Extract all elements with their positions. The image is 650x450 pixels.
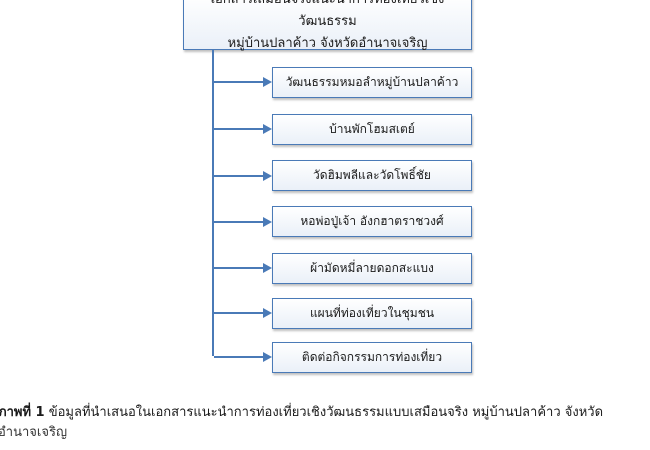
child-node-culture: วัฒนธรรมหมอลำหมู่บ้านปลาค้าว [272, 67, 472, 98]
connector-arrow [214, 308, 272, 318]
figure-caption-text: ข้อมูลที่นำเสนอในเอกสารแนะนำการท่องเที่ย… [48, 405, 604, 420]
connector-arrow [214, 77, 272, 87]
connector-arrow [214, 217, 272, 227]
child-node-homestay: บ้านพักโฮมสเตย์ [272, 114, 472, 145]
child-node-label: ติดต่อกิจกรรมการท่องเที่ยว [301, 350, 443, 364]
connector-arrow [214, 263, 272, 273]
figure-caption-label: ภาพที่ 1 [0, 405, 45, 420]
child-node-contact: ติดต่อกิจกรรมการท่องเที่ยว [272, 342, 472, 373]
child-node-label: วัดฮิมพลีและวัดโพธิ์ชัย [313, 168, 431, 182]
root-title-line-2: หมู่บ้านปลาค้าว จังหวัดอำนาจเจริญ [227, 36, 428, 51]
figure-caption-line-2: อำนาจเจริญ [0, 425, 68, 440]
root-title-line-1: เอกสารเสมือนจริงแนะนำการท่องเที่ยวเชิงวั… [211, 0, 445, 29]
child-node-temples: วัดฮิมพลีและวัดโพธิ์ชัย [272, 160, 472, 191]
child-node-label: หอพ่อปู่เจ้า อังกฮาตราชวงศ์ [300, 214, 444, 228]
child-node-shrine: หอพ่อปู่เจ้า อังกฮาตราชวงศ์ [272, 206, 472, 237]
connector-arrow [214, 171, 272, 181]
connector-arrow [214, 352, 272, 362]
child-node-tourist-map: แผนที่ท่องเที่ยวในชุมชน [272, 298, 472, 329]
root-node: เอกสารเสมือนจริงแนะนำการท่องเที่ยวเชิงวั… [183, 0, 472, 51]
child-node-mudmee-silk: ผ้ามัดหมี่ลายดอกสะแบง [272, 253, 472, 284]
figure-caption: ภาพที่ 1 ข้อมูลที่นำเสนอในเอกสารแนะนำการ… [0, 403, 650, 443]
child-node-label: บ้านพักโฮมสเตย์ [329, 122, 415, 136]
connector-arrow [214, 124, 272, 134]
child-node-label: วัฒนธรรมหมอลำหมู่บ้านปลาค้าว [285, 75, 459, 89]
child-node-label: ผ้ามัดหมี่ลายดอกสะแบง [310, 261, 434, 275]
child-node-label: แผนที่ท่องเที่ยวในชุมชน [309, 306, 435, 320]
connector-trunk [212, 50, 214, 356]
